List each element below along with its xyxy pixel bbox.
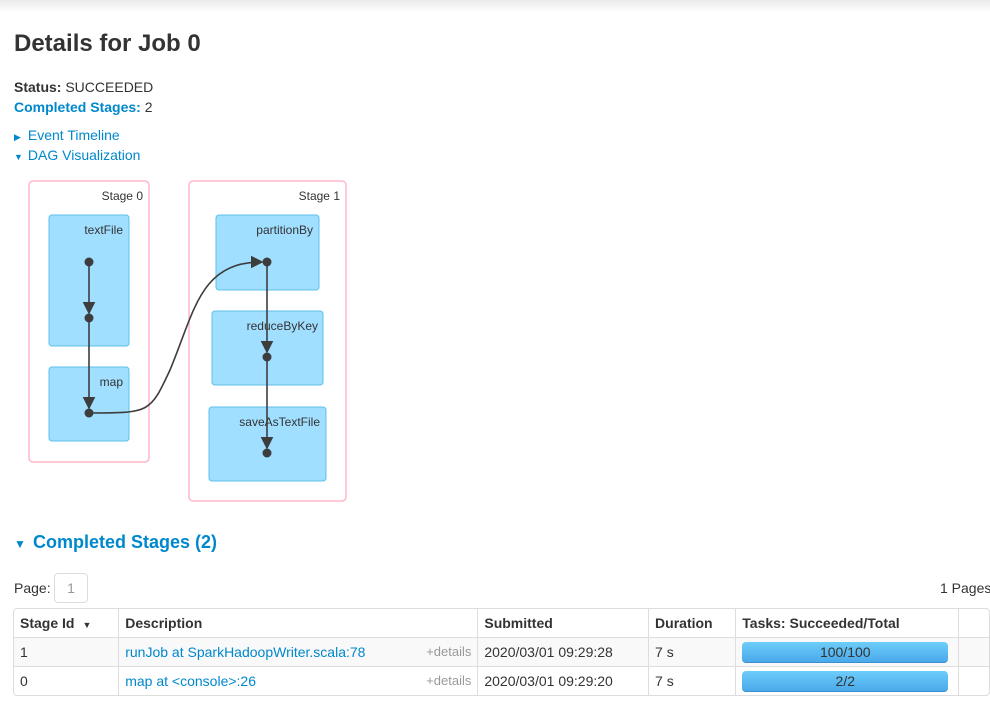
sort-desc-icon: ▼ bbox=[82, 620, 92, 630]
col-description[interactable]: Description bbox=[118, 609, 477, 637]
completed-stages-count: 2 bbox=[144, 99, 153, 115]
stage-1-cluster[interactable]: Stage 1 partitionBy reduceByKey saveAsTe… bbox=[188, 180, 347, 502]
caret-down-icon: ▼ bbox=[14, 537, 26, 551]
stage-id: 0 bbox=[14, 666, 119, 695]
completed-stages-header[interactable]: ▼ Completed Stages (2) bbox=[14, 532, 217, 553]
total-pages: 1 Pages bbox=[940, 580, 990, 596]
table-row: 1 runJob at SparkHadoopWriter.scala:78 +… bbox=[14, 637, 989, 666]
col-submitted[interactable]: Submitted bbox=[477, 609, 648, 637]
svg-text:map: map bbox=[100, 375, 124, 389]
dag-edges bbox=[82, 255, 274, 450]
table-row: 0 map at <console>:26 +details 2020/03/0… bbox=[14, 666, 989, 695]
event-timeline-toggle[interactable]: ▶ Event Timeline bbox=[14, 125, 120, 145]
col-stage-id[interactable]: Stage Id▼ bbox=[20, 615, 92, 631]
completed-stages-table: Stage Id▼ Description Submitted Duration… bbox=[13, 608, 990, 696]
tasks-progress-bar: 2/2 bbox=[742, 670, 949, 692]
status-label: Status: bbox=[14, 79, 62, 95]
event-timeline-label: Event Timeline bbox=[27, 127, 120, 143]
page-input[interactable]: 1 bbox=[54, 573, 88, 603]
dag-visualization-toggle[interactable]: ▼ DAG Visualization bbox=[14, 145, 140, 165]
dag-nodes bbox=[84, 257, 272, 458]
stage-0-label: Stage 0 bbox=[102, 189, 144, 203]
status-value: SUCCEEDED bbox=[65, 79, 154, 95]
completed-stages-title: Completed Stages (2) bbox=[33, 532, 218, 552]
stage-id: 1 bbox=[14, 637, 119, 666]
tasks-cell: 2/2 bbox=[735, 666, 958, 695]
submitted: 2020/03/01 09:29:28 bbox=[477, 637, 649, 666]
dag-visualization-label: DAG Visualization bbox=[27, 147, 141, 163]
stage-1-label: Stage 1 bbox=[299, 189, 341, 203]
job-summary: Status: SUCCEEDED Completed Stages: 2 bbox=[14, 77, 153, 117]
overflow-cell bbox=[957, 637, 989, 666]
caret-right-icon: ▶ bbox=[14, 132, 21, 142]
col-duration[interactable]: Duration bbox=[648, 609, 735, 637]
description-cell: runJob at SparkHadoopWriter.scala:78 +de… bbox=[118, 637, 478, 666]
svg-text:partitionBy: partitionBy bbox=[256, 223, 313, 237]
duration: 7 s bbox=[648, 666, 736, 695]
col-overflow bbox=[957, 609, 989, 637]
svg-text:saveAsTextFile: saveAsTextFile bbox=[239, 415, 320, 429]
details-toggle[interactable]: +details bbox=[426, 644, 472, 659]
col-tasks[interactable]: Tasks: Succeeded/Total bbox=[735, 609, 958, 637]
details-toggle[interactable]: +details bbox=[426, 673, 472, 688]
caret-down-icon: ▼ bbox=[14, 152, 23, 162]
stage-description-link[interactable]: map at <console>:26 bbox=[125, 673, 256, 689]
svg-text:textFile: textFile bbox=[84, 223, 123, 237]
navbar-shadow bbox=[0, 0, 990, 12]
stage-description-link[interactable]: runJob at SparkHadoopWriter.scala:78 bbox=[125, 644, 366, 660]
tasks-cell: 100/100 bbox=[735, 637, 958, 666]
completed-stages-row[interactable]: Completed Stages: 2 bbox=[14, 97, 153, 117]
overflow-cell bbox=[957, 666, 989, 695]
description-cell: map at <console>:26 +details bbox=[118, 666, 478, 695]
dag-graph: Stage 0 textFile map Stage 1 partitionBy… bbox=[28, 180, 347, 502]
tasks-progress-bar: 100/100 bbox=[742, 641, 949, 663]
duration: 7 s bbox=[648, 637, 736, 666]
page-title: Details for Job 0 bbox=[14, 30, 201, 57]
svg-text:reduceByKey: reduceByKey bbox=[247, 319, 318, 333]
status-row: Status: SUCCEEDED bbox=[14, 77, 153, 97]
completed-stages-link[interactable]: Completed Stages: bbox=[14, 99, 141, 115]
page-label: Page: bbox=[14, 580, 51, 596]
submitted: 2020/03/01 09:29:20 bbox=[477, 666, 649, 695]
